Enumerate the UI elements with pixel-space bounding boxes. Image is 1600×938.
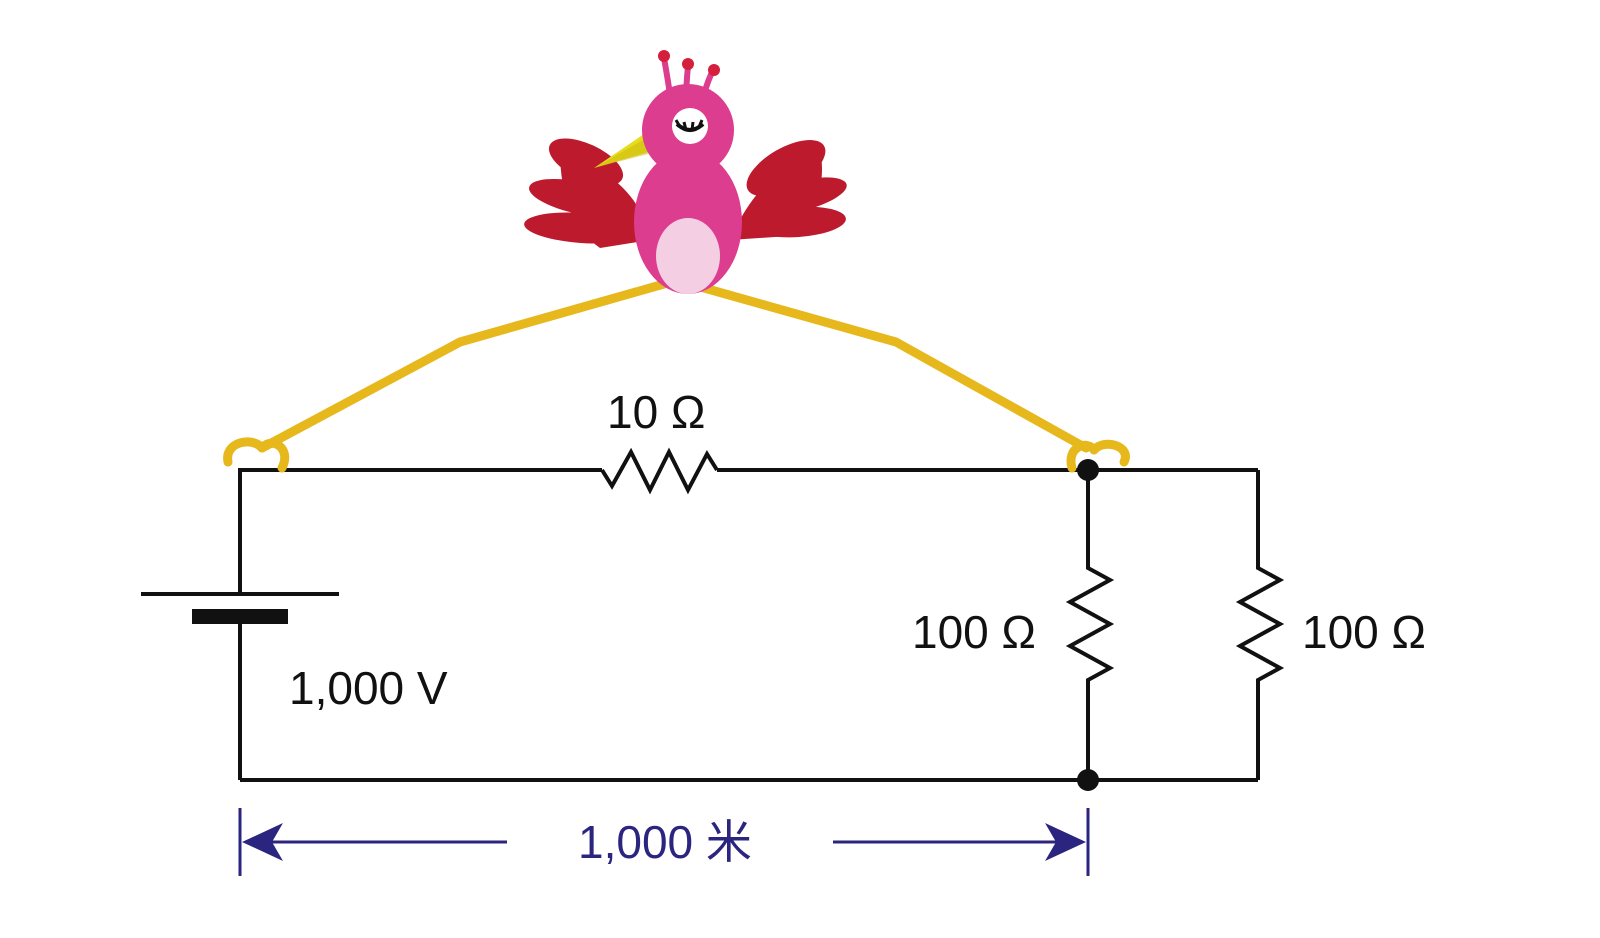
bird-left-leg bbox=[257, 279, 669, 453]
bird-eye-icon bbox=[672, 108, 708, 144]
bird-left-wing bbox=[524, 138, 650, 248]
middle-branch bbox=[1065, 470, 1115, 780]
battery-label: 1,000 V bbox=[289, 662, 448, 714]
right-branch bbox=[1235, 470, 1285, 780]
dimension-arrowhead-left bbox=[242, 823, 283, 861]
dimension-arrowhead-right bbox=[1045, 823, 1086, 861]
battery-symbol bbox=[141, 592, 339, 624]
junction-dot-bottom bbox=[1077, 769, 1099, 791]
resistor-top-label: 10 Ω bbox=[607, 386, 705, 438]
junction-dot-top bbox=[1077, 459, 1099, 481]
bird bbox=[524, 50, 847, 294]
distance-dimension bbox=[238, 808, 1090, 876]
bird-beak bbox=[594, 130, 656, 168]
battery-short-plate bbox=[192, 609, 288, 624]
circuit-wires bbox=[238, 447, 1285, 782]
distance-label: 1,000 米 bbox=[578, 816, 752, 868]
resistor-mid-label: 100 Ω bbox=[912, 606, 1036, 658]
bird-left-foot bbox=[223, 437, 289, 473]
bird-right-leg bbox=[685, 279, 1091, 453]
bird-belly bbox=[656, 218, 720, 294]
bird-right-wing bbox=[730, 140, 847, 240]
bird-legs bbox=[223, 279, 1130, 473]
resistor-right-label: 100 Ω bbox=[1302, 606, 1426, 658]
resistor-10-ohm bbox=[600, 447, 719, 495]
bird-right-foot bbox=[1066, 439, 1130, 473]
